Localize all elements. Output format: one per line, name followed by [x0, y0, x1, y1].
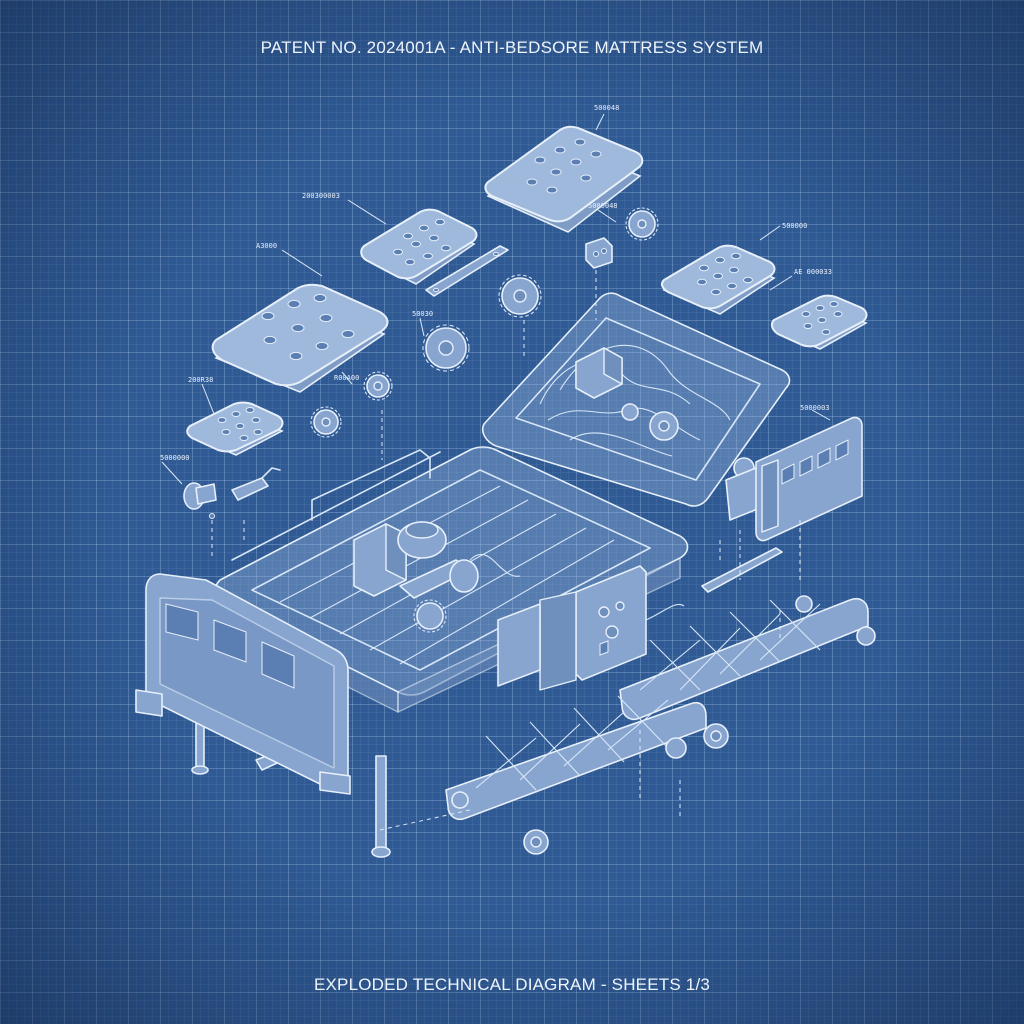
adjustment-knob — [183, 482, 217, 519]
connector-block — [585, 237, 613, 269]
callout-top-pad: 500048 — [594, 104, 619, 112]
backrest-frame — [481, 292, 791, 521]
mattress-pad-right — [660, 244, 776, 315]
callout-right-small-pad: AE 000033 — [794, 268, 832, 276]
footboard-left — [135, 573, 351, 795]
callout-labels: 500048 200300003 A3000 200R38 5000000 50… — [160, 104, 832, 462]
mattress-pad-right-small — [770, 294, 868, 350]
callout-right-pad: 500000 — [782, 222, 807, 230]
callout-upper-left-pad: 200300003 — [302, 192, 340, 200]
mattress-pad-small-left — [186, 401, 284, 456]
gear-mid — [498, 274, 542, 318]
callout-left-pad: A3000 — [256, 242, 277, 250]
control-box — [497, 565, 685, 691]
gear-top-right — [625, 207, 659, 241]
motor-assembly — [353, 521, 521, 633]
mattress-pad-top — [484, 125, 644, 233]
gear-left-large — [422, 324, 470, 372]
mattress-pad-left-large — [211, 283, 389, 393]
patent-title: PATENT NO. 2024001A - ANTI-BEDSORE MATTR… — [260, 38, 764, 57]
side-rod-right — [701, 547, 783, 593]
callout-center-rod: R00A00 — [334, 374, 359, 382]
headboard-right — [755, 416, 863, 542]
callout-gear-left: 50030 — [412, 310, 433, 318]
mattress-pad-upper-left — [360, 208, 478, 285]
callout-gear-mid: 5000048 — [588, 202, 618, 210]
sheet-caption: EXPLODED TECHNICAL DIAGRAM - SHEETS 1/3 — [313, 975, 711, 994]
callout-knob: 5000000 — [160, 454, 190, 462]
guide-rod — [425, 245, 509, 297]
callout-small-left-pad: 200R38 — [188, 376, 213, 384]
callout-headboard: 5000003 — [800, 404, 830, 412]
scissor-lift-base — [445, 595, 876, 855]
gear-left-small — [363, 371, 393, 401]
latch-handle — [231, 467, 281, 501]
assembly-lines — [211, 270, 801, 831]
leader-lines — [161, 113, 831, 485]
gear-bottom-left — [310, 406, 342, 438]
